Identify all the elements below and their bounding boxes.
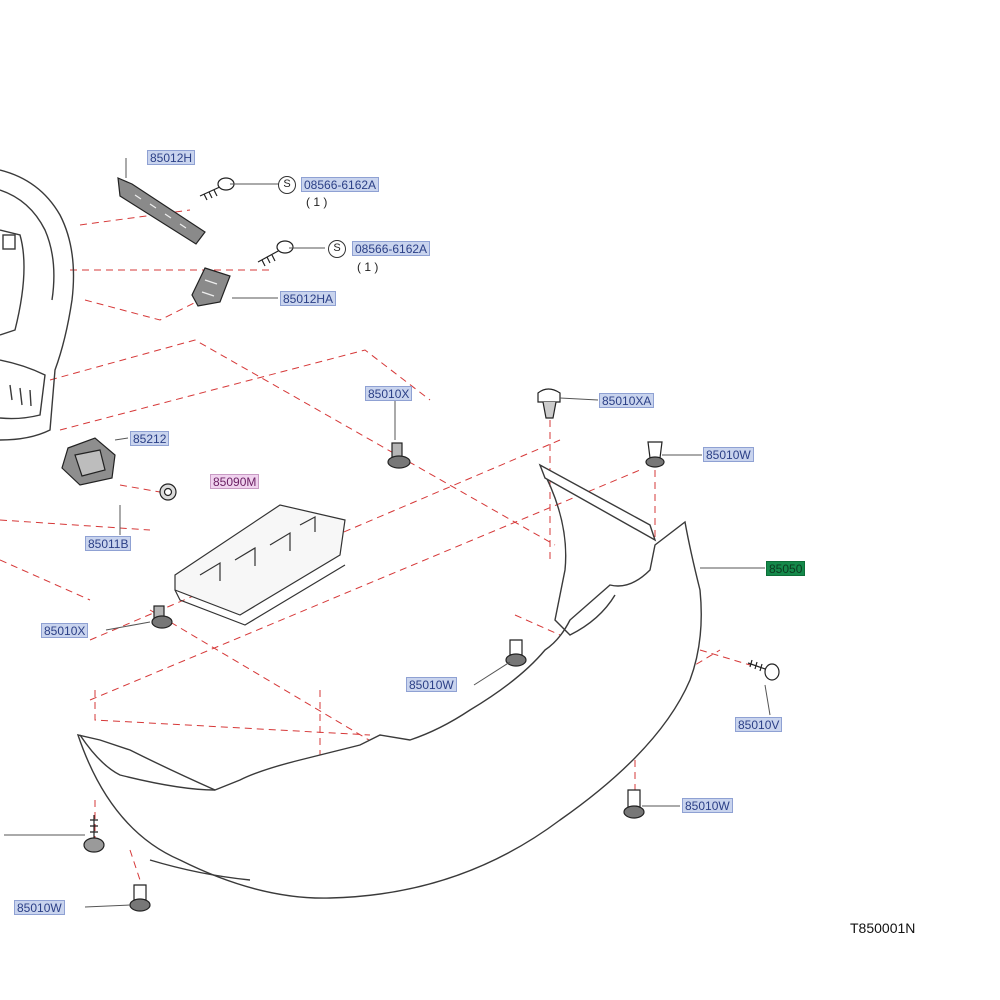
callout-85010X-upper[interactable]: 85010X	[365, 386, 413, 401]
screw-lower	[257, 240, 294, 267]
clip-85010W-bottom-left	[129, 884, 151, 912]
callout-85212[interactable]: 85212	[130, 431, 170, 446]
clip-85010W-mid	[505, 639, 527, 667]
vehicle-body	[0, 169, 75, 441]
callout-85050[interactable]: 85050	[766, 561, 806, 576]
bracket-85012HA	[191, 267, 231, 307]
callout-85012H[interactable]: 85012H	[147, 150, 196, 165]
callout-85090M[interactable]: 85090M	[210, 474, 260, 489]
drawing-code: T850001N	[850, 920, 916, 936]
screw-85010V	[747, 659, 780, 681]
callout-85010X-lower[interactable]: 85010X	[41, 623, 89, 638]
quantity-upper: ( 1 )	[306, 195, 328, 209]
clip-85010X-upper	[387, 442, 411, 469]
standard-part-symbol: S	[328, 240, 346, 258]
quantity-lower: ( 1 )	[357, 260, 379, 274]
callout-85010W-lower[interactable]: 85010W	[682, 798, 733, 813]
sensor-85212	[61, 437, 116, 486]
callout-85010W-mid[interactable]: 85010W	[406, 677, 457, 692]
callout-85010W-bottom-left[interactable]: 85010W	[14, 900, 65, 915]
energy-absorber-85090M	[174, 504, 346, 626]
screw-left	[83, 815, 105, 853]
screw-upper	[199, 177, 235, 201]
callout-08566-6162A-lower[interactable]: 08566-6162A	[352, 241, 431, 256]
leader-lines	[4, 158, 771, 908]
clip-85010X-lower	[151, 605, 173, 629]
callout-85010XA[interactable]: 85010XA	[599, 393, 655, 408]
callout-08566-6162A-upper[interactable]: 08566-6162A	[301, 177, 380, 192]
bumper-fascia-85050	[76, 463, 702, 899]
bracket-85012H	[117, 177, 206, 245]
clip-85010XA	[537, 388, 561, 419]
callout-85010W-top[interactable]: 85010W	[703, 447, 754, 462]
callout-85010V[interactable]: 85010V	[735, 717, 783, 732]
standard-part-symbol: S	[278, 176, 296, 194]
callout-85011B[interactable]: 85011B	[85, 536, 132, 551]
clip-85010W-top	[645, 441, 665, 468]
callout-85012HA[interactable]: 85012HA	[280, 291, 337, 306]
clip-85010W-lower	[623, 789, 645, 819]
nut-85011B	[159, 483, 177, 501]
